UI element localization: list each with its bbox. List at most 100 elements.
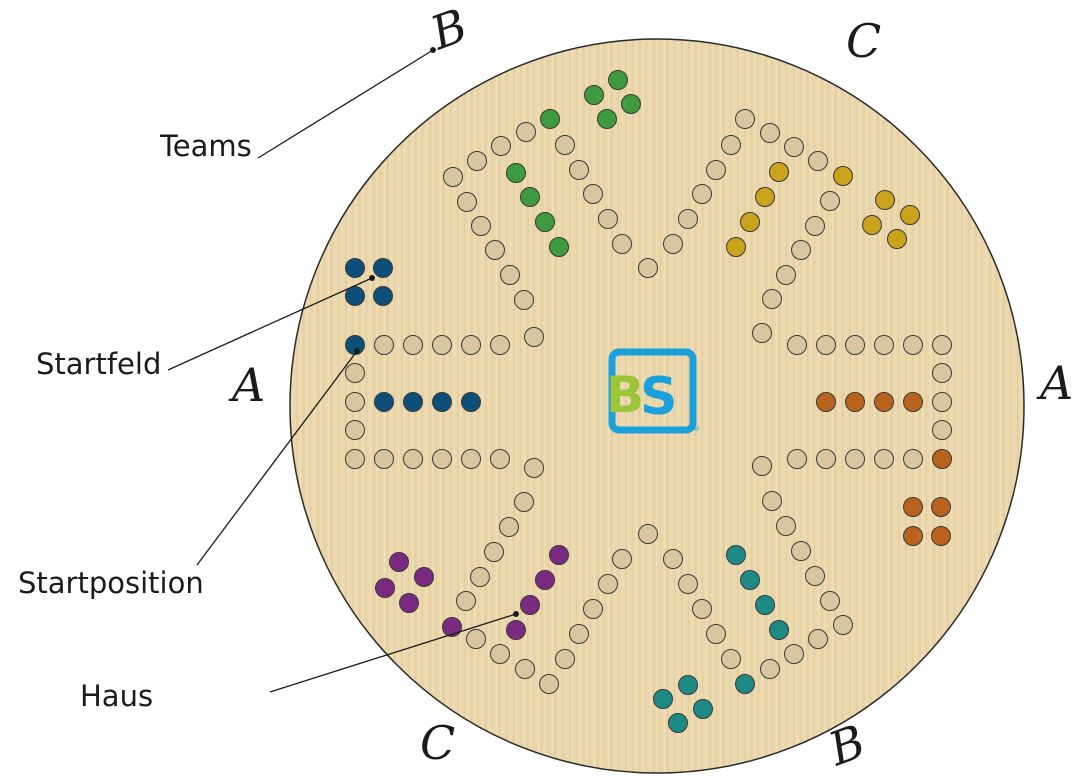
track-hole (752, 456, 772, 476)
start-field-piece-yellow (900, 205, 920, 225)
track-hole (784, 644, 804, 664)
home-piece-teal (769, 620, 789, 640)
track-hole (612, 549, 632, 569)
track-hole (514, 290, 534, 310)
track-hole (491, 136, 511, 156)
track-hole (514, 492, 534, 512)
track-hole (760, 659, 780, 679)
track-hole (515, 659, 535, 679)
track-hole (345, 392, 365, 412)
track-hole (555, 649, 575, 669)
track-hole (467, 151, 487, 171)
track-hole (456, 591, 476, 611)
leader-dot-startposition (354, 348, 360, 354)
start-field-piece-blue (373, 286, 393, 306)
start-position-piece-orange (932, 449, 952, 469)
track-hole (663, 234, 683, 254)
team-letter-bottom-left: C (420, 716, 456, 770)
home-piece-yellow (726, 237, 746, 257)
start-position-piece-teal (735, 674, 755, 694)
track-hole (760, 123, 780, 143)
start-field-piece-orange (903, 497, 923, 517)
track-hole (457, 192, 477, 212)
track-hole (461, 335, 481, 355)
track-hole (816, 335, 836, 355)
label-teams: Teams (160, 129, 252, 163)
start-position-piece-green (540, 109, 560, 129)
track-hole (612, 234, 632, 254)
track-hole (735, 109, 755, 129)
team-letter-top-right: C (846, 14, 882, 68)
track-hole (598, 209, 618, 229)
track-hole (833, 615, 853, 635)
logo-registered-mark: ® (693, 425, 700, 433)
logo: B S ® (606, 348, 700, 434)
start-field-piece-purple (399, 593, 419, 613)
home-piece-purple (549, 545, 569, 565)
track-hole (555, 135, 575, 155)
start-field-piece-green (621, 94, 641, 114)
track-hole (791, 240, 811, 260)
track-hole (471, 216, 491, 236)
track-hole (524, 327, 544, 347)
track-hole (500, 265, 520, 285)
track-hole (466, 629, 486, 649)
home-piece-green (549, 237, 569, 257)
track-hole (903, 335, 923, 355)
logo-letter-b: B (606, 366, 644, 424)
track-hole (791, 541, 811, 561)
track-hole (692, 599, 712, 619)
start-field-piece-purple (414, 567, 434, 587)
track-hole (808, 629, 828, 649)
home-piece-teal (740, 570, 760, 590)
home-piece-yellow (740, 212, 760, 232)
team-letter-right: A (1040, 356, 1074, 410)
track-hole (638, 258, 658, 278)
label-startfeld: Startfeld (36, 347, 162, 381)
logo-frame (608, 348, 697, 434)
track-hole (721, 135, 741, 155)
track-hole (663, 549, 683, 569)
start-field-piece-yellow (887, 229, 907, 249)
track-hole (874, 335, 894, 355)
track-hole (762, 289, 782, 309)
start-position-piece-purple (442, 617, 462, 637)
track-hole (787, 335, 807, 355)
track-hole (808, 151, 828, 171)
track-hole (845, 449, 865, 469)
track-hole (776, 265, 796, 285)
track-hole (820, 591, 840, 611)
track-hole (490, 335, 510, 355)
track-hole (816, 449, 836, 469)
leader-line-haus (269, 613, 517, 693)
track-hole (598, 574, 618, 594)
home-piece-green (506, 163, 526, 183)
start-field-piece-green (584, 85, 604, 105)
home-piece-blue (403, 392, 423, 412)
start-field-piece-orange (931, 526, 951, 546)
home-piece-teal (726, 545, 746, 565)
track-hole (461, 449, 481, 469)
track-hole (539, 674, 559, 694)
home-piece-orange (903, 392, 923, 412)
start-field-piece-yellow (875, 190, 895, 210)
home-piece-purple (520, 595, 540, 615)
leader-dot-teams (430, 47, 436, 53)
track-hole (583, 599, 603, 619)
leader-dot-haus (513, 611, 519, 617)
track-hole (638, 524, 658, 544)
home-piece-orange (845, 392, 865, 412)
home-piece-purple (535, 570, 555, 590)
track-hole (932, 335, 952, 355)
track-hole (932, 363, 952, 383)
start-position-piece-yellow (833, 166, 853, 186)
start-field-piece-purple (375, 578, 395, 598)
track-hole (762, 491, 782, 511)
track-hole (470, 567, 490, 587)
track-hole (903, 449, 923, 469)
track-hole (345, 363, 365, 383)
home-piece-green (535, 212, 555, 232)
start-field-piece-orange (903, 526, 923, 546)
track-hole (805, 566, 825, 586)
start-field-piece-teal (678, 675, 698, 695)
